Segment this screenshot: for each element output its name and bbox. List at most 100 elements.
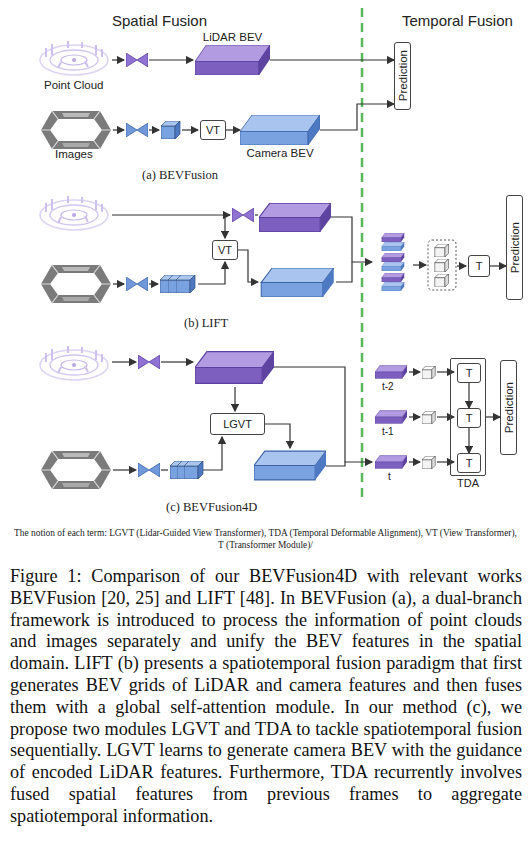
svg-use <box>422 411 435 424</box>
dotted-group-box <box>428 240 456 290</box>
node-label: VT <box>218 244 232 256</box>
svg-line <box>437 416 454 417</box>
svg-use <box>375 366 407 379</box>
svg-use <box>41 265 111 303</box>
section-heading: Temporal Fusion <box>402 12 513 29</box>
subfigure-caption: (b) LIFT <box>184 316 228 331</box>
node-label: Camera BEV <box>246 147 313 159</box>
transformer-box: T <box>457 408 481 428</box>
slab-face <box>259 45 270 75</box>
section-heading: Spatial Fusion <box>112 12 207 29</box>
svg-use <box>126 123 148 137</box>
svg-use <box>40 196 108 230</box>
slab-shape <box>195 45 270 75</box>
flow-arrow <box>490 265 506 266</box>
node-label: Prediction <box>503 382 515 433</box>
slab-face <box>195 62 259 76</box>
view-transformer-box: VT <box>212 240 238 260</box>
svg-line <box>112 214 230 215</box>
svg-polyline <box>326 462 372 466</box>
time-label: t-1 <box>382 426 394 437</box>
svg-polyline <box>265 424 290 448</box>
slab-face <box>240 132 308 146</box>
flow-arrow <box>486 416 500 417</box>
svg-use <box>261 268 334 297</box>
flow-arrow <box>468 428 469 453</box>
svg-line <box>413 264 426 265</box>
svg-line <box>113 129 124 130</box>
svg-polyline <box>198 262 225 284</box>
svg-use <box>41 111 111 149</box>
node-label: Prediction <box>397 50 409 101</box>
slab-face <box>195 45 270 62</box>
transformer-box: T <box>468 255 490 277</box>
svg-use <box>126 277 148 291</box>
svg-line <box>255 214 258 215</box>
node-label: LGVT <box>223 418 252 430</box>
svg-line <box>161 469 168 470</box>
svg-line <box>457 265 466 266</box>
svg-use <box>382 262 405 271</box>
svg-use <box>232 208 254 222</box>
input-label: Point Cloud <box>44 79 103 91</box>
svg-line <box>149 283 158 284</box>
svg-use <box>138 463 160 477</box>
svg-line <box>161 361 193 362</box>
time-label: t-2 <box>382 381 394 392</box>
svg-line <box>113 283 124 284</box>
svg-line <box>149 129 159 130</box>
svg-polyline <box>274 367 345 462</box>
node-label: VT <box>206 124 220 136</box>
divider-line <box>361 8 364 500</box>
svg-line <box>437 371 454 372</box>
svg-use <box>382 242 405 251</box>
svg-use <box>382 273 405 282</box>
svg-line <box>409 416 420 417</box>
svg-line <box>149 59 193 60</box>
svg-polyline <box>238 250 258 282</box>
svg-use <box>422 456 435 469</box>
flow-arrow <box>270 59 394 60</box>
svg-line <box>182 129 198 130</box>
svg-use <box>40 346 108 380</box>
svg-line <box>409 371 420 372</box>
svg-use <box>184 461 203 479</box>
svg-polyline <box>336 262 352 282</box>
transformer-box: T <box>457 453 481 473</box>
flow-arrow <box>320 104 394 130</box>
node-label: TDA <box>457 477 479 489</box>
svg-polyline <box>331 217 372 262</box>
node-label: T <box>476 260 483 272</box>
flow-arrow <box>468 383 469 408</box>
sensor-icons <box>40 41 111 489</box>
svg-use <box>382 233 405 242</box>
svg-use <box>176 275 195 293</box>
svg-use <box>138 355 160 369</box>
input-label: Images <box>55 148 93 160</box>
time-label: t <box>388 471 391 482</box>
subfigure-caption: (c) BEVFusion4D <box>166 500 257 515</box>
svg-use <box>161 121 180 139</box>
svg-line <box>409 461 420 462</box>
lidar-bev-slab: LiDAR BEV <box>195 45 270 75</box>
flow-lines <box>112 60 466 470</box>
prediction-box: Prediction <box>506 195 523 300</box>
bev-slabs <box>195 203 407 480</box>
lgvt-box: LGVT <box>210 413 265 435</box>
svg-line <box>112 59 124 60</box>
notation-note: The notion of each term: LGVT (Lidar-Gui… <box>14 527 517 551</box>
slab-shape <box>240 115 320 145</box>
svg-use <box>382 282 405 291</box>
node-label: Prediction <box>509 222 521 273</box>
svg-use <box>422 366 435 379</box>
tda-group-box: TDATTT <box>450 358 486 476</box>
flow-arrow <box>226 129 240 130</box>
camera-bev-slab: Camera BEV <box>240 115 320 145</box>
node-label: T <box>466 457 473 469</box>
svg-use <box>382 253 405 262</box>
slab-face <box>240 115 320 132</box>
transformer-box: T <box>457 363 481 383</box>
svg-use <box>435 274 449 287</box>
feature-cubes <box>422 244 449 469</box>
